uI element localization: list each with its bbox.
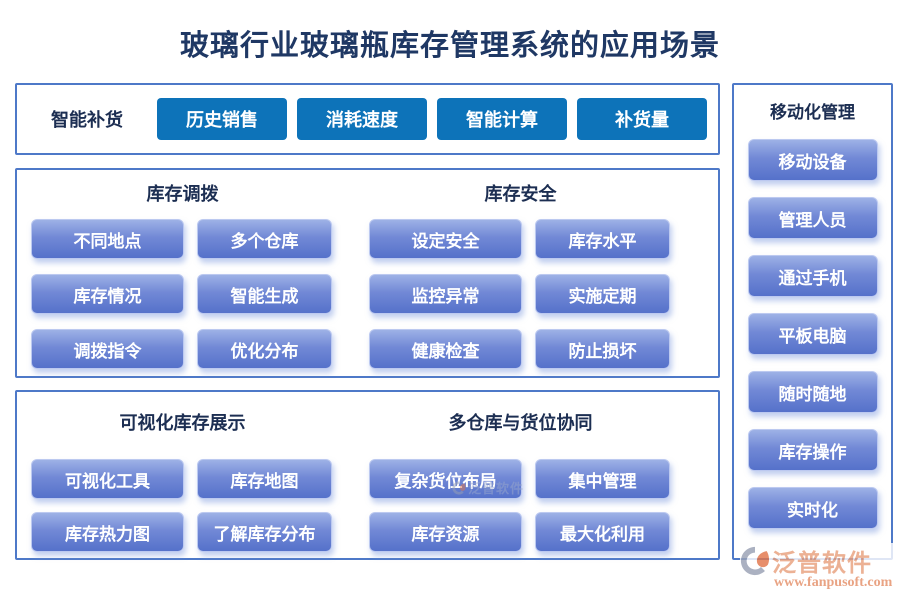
chip-transfer-orders: 调拨指令 (31, 329, 184, 369)
chip-history-sales: 历史销售 (157, 98, 287, 140)
chip-tablet: 平板电脑 (747, 313, 878, 355)
transfer-chip-grid: 不同地点 多个仓库 库存情况 智能生成 调拨指令 优化分布 (31, 219, 334, 369)
chip-via-phone: 通过手机 (747, 255, 878, 297)
chip-inventory-resources: 库存资源 (369, 512, 522, 552)
chip-multiple-warehouses: 多个仓库 (197, 219, 332, 259)
mobile-button-stack: 移动设备 管理人员 通过手机 平板电脑 随时随地 库存操作 实时化 (734, 139, 891, 529)
visualization-header: 可视化库存展示 (119, 413, 246, 433)
panel-smart-replenishment: 智能补货 历史销售 消耗速度 智能计算 补货量 (15, 83, 720, 155)
fanpu-swirl-icon (740, 546, 770, 576)
group-inventory-transfer: 库存调拨 不同地点 多个仓库 库存情况 智能生成 调拨指令 优化分布 (31, 170, 334, 369)
chip-centralized-management: 集中管理 (535, 459, 670, 499)
chip-monitor-anomalies: 监控异常 (369, 274, 522, 314)
collaboration-header: 多仓库与货位协同 (448, 413, 593, 433)
chip-know-distribution: 了解库存分布 (197, 512, 332, 552)
chip-consumption-speed: 消耗速度 (297, 98, 427, 140)
chip-smart-generation: 智能生成 (197, 274, 332, 314)
chip-periodic-implementation: 实施定期 (535, 274, 670, 314)
replenishment-label: 智能补货 (51, 110, 123, 130)
chip-optimized-distribution: 优化分布 (197, 329, 332, 369)
safety-header: 库存安全 (484, 184, 557, 204)
chip-inventory-operations: 库存操作 (747, 429, 878, 471)
replenishment-button-row: 历史销售 消耗速度 智能计算 补货量 (157, 98, 707, 140)
brand-name: 泛普软件 (772, 550, 872, 577)
group-warehouse-collaboration: 多仓库与货位协同 复杂货位布局 集中管理 库存资源 最大化利用 (369, 392, 672, 552)
chip-anytime-anywhere: 随时随地 (747, 371, 878, 413)
chip-mobile-devices: 移动设备 (747, 139, 878, 181)
chip-management-staff: 管理人员 (747, 197, 878, 239)
chip-different-locations: 不同地点 (31, 219, 184, 259)
chip-stock-level: 库存水平 (535, 219, 670, 259)
chip-set-safety: 设定安全 (369, 219, 522, 259)
collaboration-chip-grid: 复杂货位布局 集中管理 库存资源 最大化利用 (369, 459, 672, 552)
chip-inventory-status: 库存情况 (31, 274, 184, 314)
group-inventory-safety: 库存安全 设定安全 库存水平 监控异常 实施定期 健康检查 防止损坏 (369, 170, 672, 369)
transfer-header: 库存调拨 (146, 184, 219, 204)
panel-transfer-safety: 库存调拨 不同地点 多个仓库 库存情况 智能生成 调拨指令 优化分布 库存安全 … (15, 168, 720, 378)
chip-smart-calculation: 智能计算 (437, 98, 567, 140)
safety-chip-grid: 设定安全 库存水平 监控异常 实施定期 健康检查 防止损坏 (369, 219, 672, 369)
chip-health-check: 健康检查 (369, 329, 522, 369)
chip-inventory-heatmap: 库存热力图 (31, 512, 184, 552)
chip-realtime: 实时化 (747, 487, 878, 529)
fanpu-logo: 泛普软件 www.fanpusoft.com (740, 543, 895, 591)
panel-mobile-management: 移动化管理 移动设备 管理人员 通过手机 平板电脑 随时随地 库存操作 实时化 (732, 83, 893, 560)
chip-inventory-map: 库存地图 (197, 459, 332, 499)
panel-visualization-collaboration: 可视化库存展示 可视化工具 库存地图 库存热力图 了解库存分布 多仓库与货位协同… (15, 390, 720, 560)
page-title: 玻璃行业玻璃瓶库存管理系统的应用场景 (179, 30, 720, 62)
chip-complex-slot-layout: 复杂货位布局 (369, 459, 522, 499)
mobile-header: 移动化管理 (770, 103, 855, 122)
brand-website: www.fanpusoft.com (774, 575, 893, 590)
chip-visualization-tools: 可视化工具 (31, 459, 184, 499)
group-visual-inventory: 可视化库存展示 可视化工具 库存地图 库存热力图 了解库存分布 (31, 392, 334, 552)
chip-replenishment-quantity: 补货量 (577, 98, 707, 140)
chip-maximize-utilization: 最大化利用 (535, 512, 670, 552)
chip-prevent-damage: 防止损坏 (535, 329, 670, 369)
visualization-chip-grid: 可视化工具 库存地图 库存热力图 了解库存分布 (31, 459, 334, 552)
